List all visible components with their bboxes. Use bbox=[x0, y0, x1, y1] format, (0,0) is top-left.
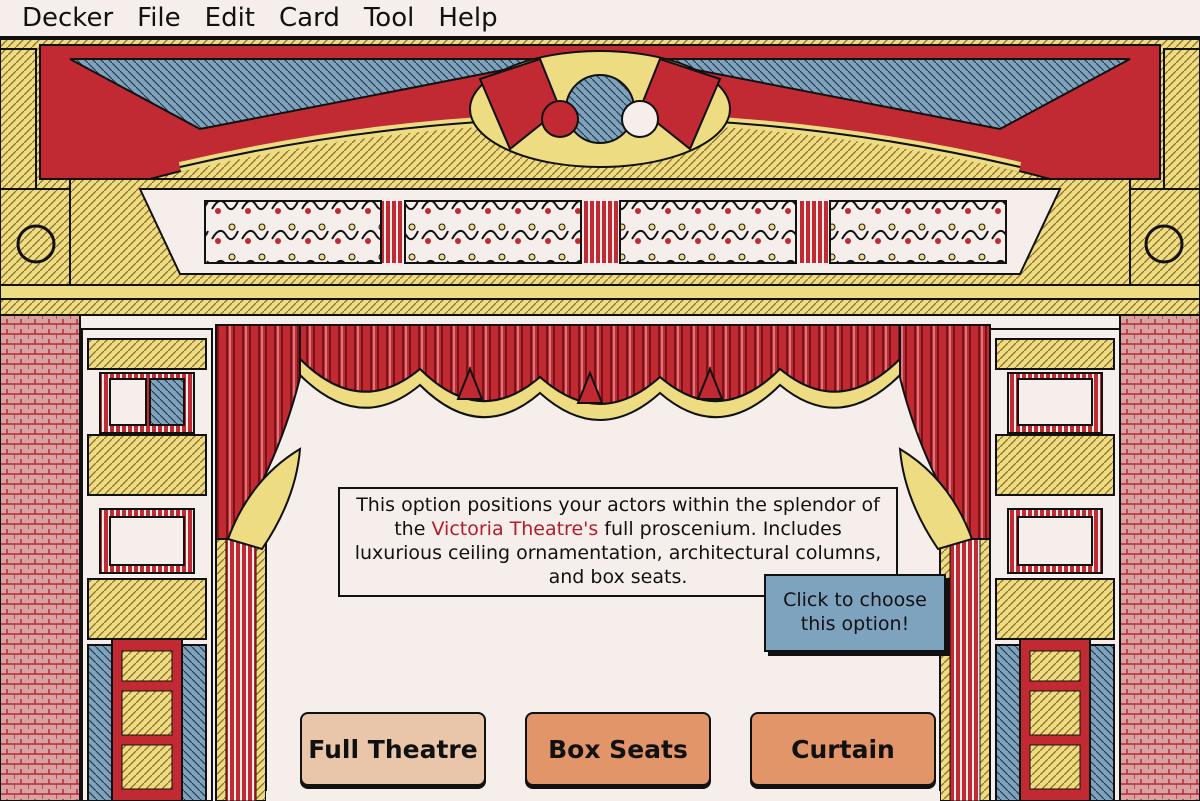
royal-crest-icon bbox=[469, 50, 731, 168]
menu-help[interactable]: Help bbox=[438, 3, 498, 33]
option-description: This option positions your actors within… bbox=[338, 487, 898, 597]
menu-edit[interactable]: Edit bbox=[204, 3, 256, 33]
menu-card[interactable]: Card bbox=[279, 3, 340, 33]
menu-file[interactable]: File bbox=[137, 3, 181, 33]
click-hint-tooltip: Click to choose this option! bbox=[764, 574, 946, 652]
box-seats-button[interactable]: Box Seats bbox=[525, 712, 711, 786]
theatre-artwork bbox=[0, 39, 1200, 801]
description-text-before: This option positions your actors within… bbox=[356, 494, 880, 540]
curtain-button[interactable]: Curtain bbox=[750, 712, 936, 786]
description-highlight: Victoria Theatre's bbox=[431, 518, 599, 540]
full-theatre-button[interactable]: Full Theatre bbox=[300, 712, 486, 786]
theatre-illustration bbox=[0, 39, 1200, 801]
menu-decker[interactable]: Decker bbox=[22, 3, 114, 33]
menu-bar: Decker File Edit Card Tool Help bbox=[0, 0, 1200, 39]
menu-tool[interactable]: Tool bbox=[363, 3, 415, 33]
description-text-after: full proscenium. Includes luxurious ceil… bbox=[354, 518, 882, 588]
